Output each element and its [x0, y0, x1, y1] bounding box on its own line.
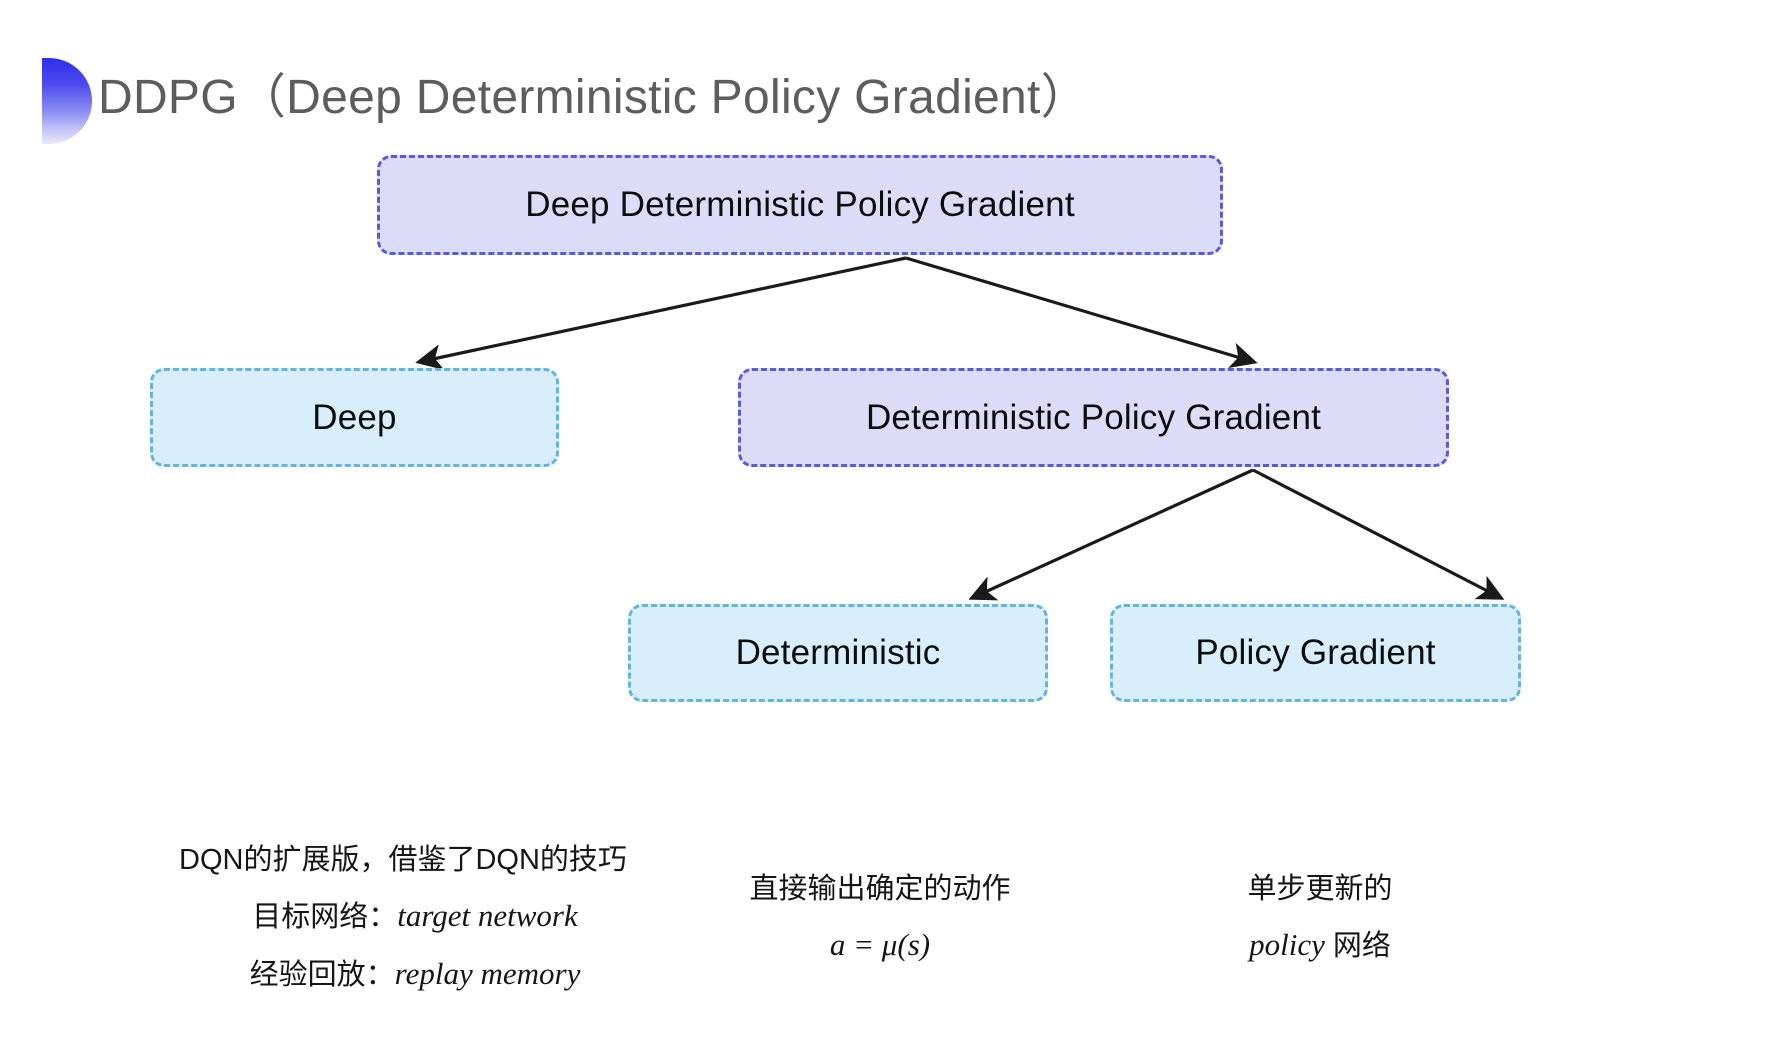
caption-policy-gradient: 单步更新的 policy 网络	[1160, 862, 1480, 974]
node-deep-deterministic-policy-gradient[interactable]: Deep Deterministic Policy Gradient	[377, 155, 1223, 255]
caption-policy-gradient-term: policy	[1249, 927, 1325, 963]
node-policy-gradient[interactable]: Policy Gradient	[1110, 604, 1521, 702]
caption-deterministic-formula: a = μ(s)	[829, 927, 931, 963]
caption-deep: DQN的扩展版，借鉴了DQN的技巧 目标网络：target network 经验…	[148, 833, 658, 1003]
caption-deep-line2-label: 目标网络：	[252, 901, 398, 934]
caption-deep-line3: 经验回放：replay memory	[148, 945, 658, 1003]
caption-policy-gradient-suffix: 网络	[1324, 930, 1391, 963]
caption-policy-gradient-line2: policy 网络	[1160, 916, 1480, 974]
caption-deep-line2: 目标网络：target network	[148, 887, 658, 945]
caption-deterministic: 直接输出确定的动作 a = μ(s)	[720, 862, 1040, 974]
caption-deterministic-line1: 直接输出确定的动作	[749, 873, 1011, 905]
caption-deep-line3-label: 经验回放：	[249, 959, 395, 992]
node-deterministic[interactable]: Deterministic	[628, 604, 1048, 702]
caption-deep-line3-term: replay memory	[394, 956, 581, 992]
node-deterministic-policy-gradient[interactable]: Deterministic Policy Gradient	[738, 368, 1449, 467]
edge-dpg-to-policy-gradient	[1252, 468, 1505, 600]
caption-policy-gradient-line1: 单步更新的	[1247, 873, 1393, 905]
edge-root-to-deep	[415, 256, 907, 371]
caption-deep-line1: DQN的扩展版，借鉴了DQN的技巧	[179, 844, 627, 876]
caption-deep-line2-term: target network	[397, 898, 578, 934]
node-deep[interactable]: Deep	[150, 368, 559, 467]
title-bullet-icon	[42, 58, 92, 144]
edge-root-to-dpg	[905, 256, 1258, 368]
page-title: DDPG（Deep Deterministic Policy Gradient）	[98, 71, 1089, 124]
edge-dpg-to-deterministic	[968, 468, 1254, 601]
